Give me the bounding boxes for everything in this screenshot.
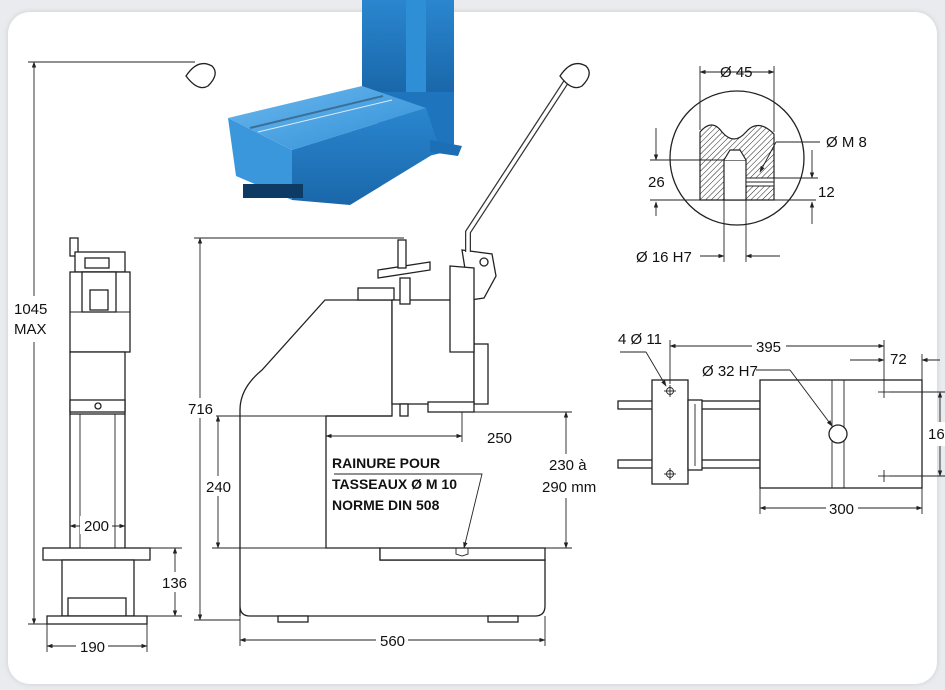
- dim-side-stroke-2: 290 mm: [542, 479, 596, 496]
- dim-front-height-note: MAX: [14, 321, 47, 338]
- top-view: [617, 340, 945, 514]
- note-line-3: NORME DIN 508: [332, 497, 440, 513]
- dim-detail-depth-small: 12: [818, 184, 835, 201]
- dim-top-offset: 72: [890, 351, 907, 368]
- front-view: [28, 61, 216, 652]
- dim-detail-depth: 26: [648, 174, 665, 191]
- dim-front-inner-width: 200: [84, 518, 109, 535]
- dim-top-holes: 4 Ø 11: [618, 331, 662, 348]
- dim-side-throat-depth: 250: [487, 430, 512, 447]
- note-line-1: RAINURE POUR: [332, 455, 440, 471]
- dim-detail-thread: Ø M 8: [826, 134, 867, 151]
- dim-side-stroke-1: 230 à: [549, 457, 587, 474]
- dim-top-bore: Ø 32 H7: [702, 363, 758, 380]
- dim-detail-bore: Ø 16 H7: [636, 249, 692, 266]
- dim-top-width: 160: [928, 426, 945, 443]
- dim-front-base-height: 136: [162, 575, 187, 592]
- dim-detail-diameter: Ø 45: [720, 64, 753, 81]
- dim-side-length: 560: [380, 633, 405, 650]
- dim-front-base-width: 190: [80, 639, 105, 656]
- note-line-2: TASSEAUX Ø M 10: [332, 476, 457, 492]
- dim-front-height: 1045: [14, 301, 47, 318]
- detail-view: [650, 66, 820, 262]
- dim-top-table: 300: [829, 501, 854, 518]
- press-table-photo: [228, 0, 462, 205]
- dim-top-length: 395: [756, 339, 781, 356]
- side-view: [194, 62, 590, 646]
- dim-side-throat-height: 240: [206, 479, 231, 496]
- dim-side-total-height: 716: [188, 401, 213, 418]
